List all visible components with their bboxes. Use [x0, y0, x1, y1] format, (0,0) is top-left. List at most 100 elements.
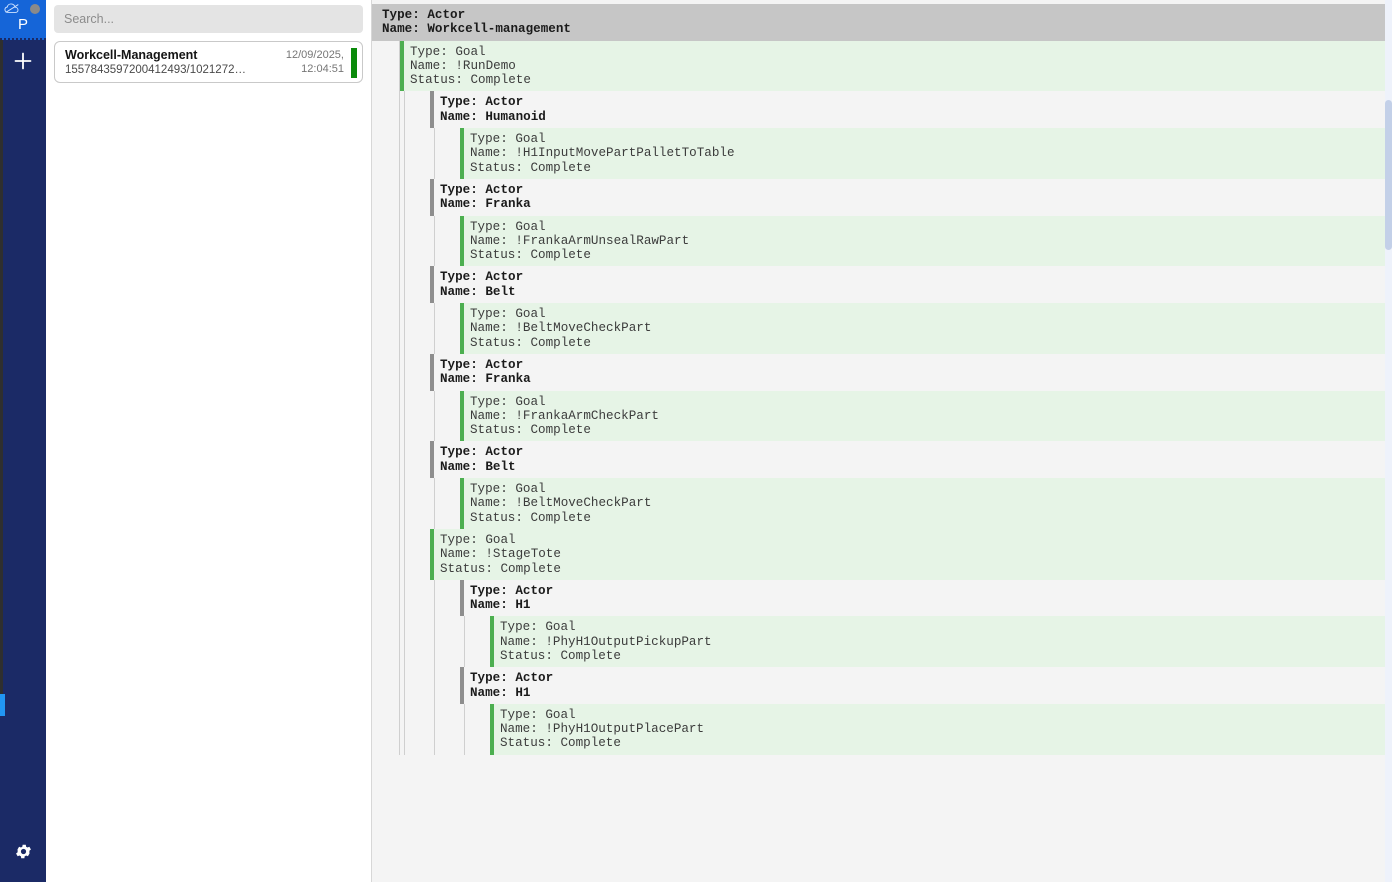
tree-node-line: Name: !FrankaArmCheckPart	[470, 408, 659, 423]
tree-node-line: Name: Workcell-management	[382, 22, 571, 37]
tree-node-line: Type: Goal	[470, 219, 546, 234]
session-list-item[interactable]: Workcell-Management 1557843597200412493/…	[54, 41, 363, 83]
tree-node-line: Status: Complete	[470, 510, 591, 525]
rail-edge-divider	[0, 40, 3, 694]
tree-node-line: Type: Actor	[440, 182, 524, 197]
tree-node-line: Type: Actor	[440, 445, 524, 460]
session-title: Workcell-Management	[65, 47, 198, 62]
tree-node-line: Name: !FrankaArmUnsealRawPart	[470, 233, 690, 248]
tree-node-line: Name: Franka	[440, 197, 531, 212]
vertical-scrollbar[interactable]	[1385, 0, 1392, 882]
search-input[interactable]	[54, 5, 363, 33]
tree-node-line: Name: Humanoid	[440, 109, 546, 124]
session-time: 12:04:51	[301, 63, 344, 75]
session-id: 1557843597200412493/1021272…	[65, 63, 246, 76]
tree-node-line: Type: Goal	[500, 707, 576, 722]
session-status-badge	[351, 48, 357, 78]
tree-node-line: Name: H1	[470, 685, 531, 700]
tree-node-line: Type: Goal	[470, 394, 546, 409]
tree-node-line: Type: Actor	[470, 671, 554, 686]
app-tile-button[interactable]: P	[0, 0, 46, 40]
tree-node-line: Name: !StageTote	[440, 547, 561, 562]
tree-node-line: Status: Complete	[470, 160, 591, 175]
tree-node-line: Status: Complete	[500, 648, 621, 663]
tree-node-line: Name: Belt	[440, 284, 516, 299]
tree-node-line: Type: Actor	[440, 95, 524, 110]
tree-node-line: Type: Goal	[440, 532, 516, 547]
tree-node-line: Name: Belt	[440, 459, 516, 474]
gear-icon	[15, 844, 31, 858]
session-list: Workcell-Management 1557843597200412493/…	[54, 41, 363, 83]
session-timestamp: 12/09/2025, 12:04:51	[286, 48, 352, 76]
tree-node-line: Status: Complete	[470, 423, 591, 438]
tree-node-line: Type: Actor	[470, 583, 554, 598]
tree-node-line: Type: Actor	[440, 357, 524, 372]
tree-node-line: Status: Complete	[500, 736, 621, 751]
settings-button[interactable]	[0, 828, 46, 874]
tree-node-line: Name: !PhyH1OutputPlacePart	[500, 722, 705, 737]
vertical-scrollbar-thumb[interactable]	[1385, 100, 1392, 250]
session-date: 12/09/2025,	[285, 49, 344, 61]
tree-node-line: Status: Complete	[410, 73, 531, 88]
tree-node-line: Name: !H1InputMovePartPalletToTable	[470, 146, 735, 161]
tree-node-line: Name: !PhyH1OutputPickupPart	[500, 634, 712, 649]
tree-node-line: Name: !BeltMoveCheckPart	[470, 496, 652, 511]
tree-node-line: Status: Complete	[470, 335, 591, 350]
tree-node-line: Type: Goal	[500, 620, 576, 635]
add-session-button[interactable]	[0, 40, 46, 82]
left-rail: P	[0, 0, 46, 882]
tree-node-line: Name: !RunDemo	[410, 58, 516, 73]
cloud-icon	[4, 3, 19, 13]
tree-node-line: Type: Goal	[470, 132, 546, 147]
tree-node-line: Name: H1	[470, 598, 531, 613]
tree-node-line: Type: Actor	[440, 270, 524, 285]
tree-node-line: Type: Goal	[470, 482, 546, 497]
tree-node-line: Type: Actor	[382, 8, 466, 22]
tree-node-line: Name: Franka	[440, 372, 531, 387]
sidebar: Workcell-Management 1557843597200412493/…	[46, 0, 372, 882]
